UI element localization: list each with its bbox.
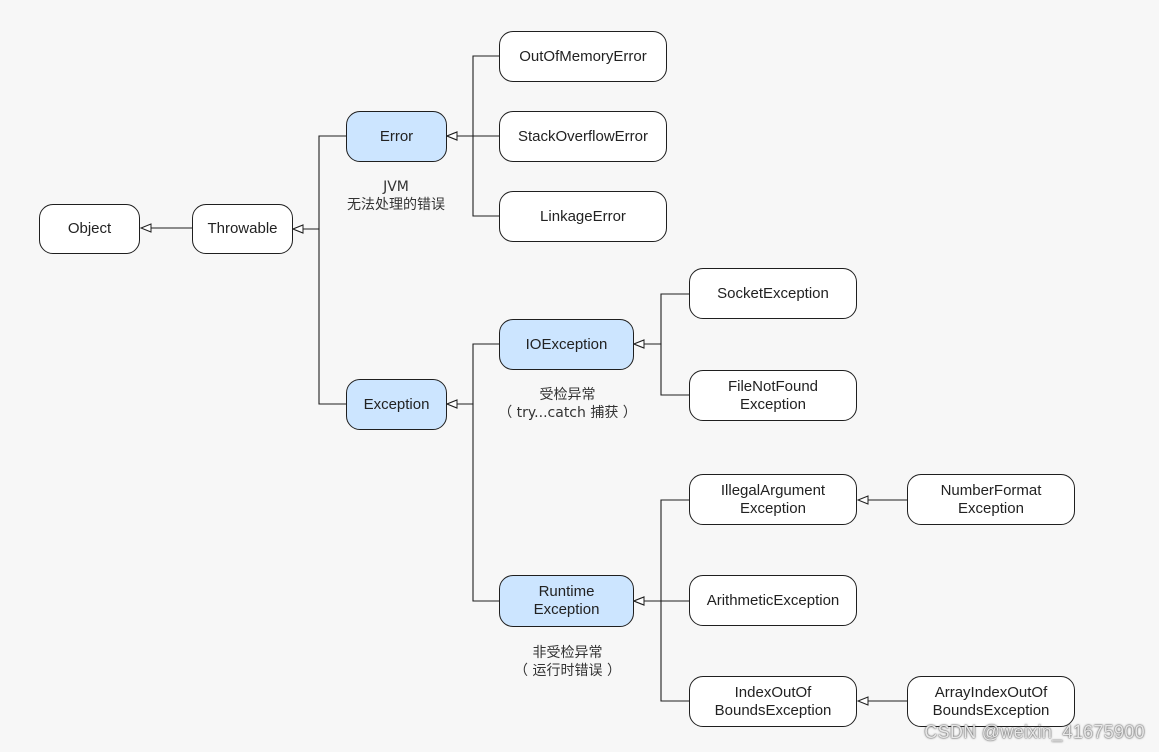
node-error: Error <box>346 111 447 162</box>
node-stack-overflow-error: StackOverflowError <box>499 111 667 162</box>
edge-runtime-exception <box>447 404 499 602</box>
note-checked-exception: 受检异常 （ try...catch 捕获 ） <box>498 387 637 421</box>
node-out-of-memory-error: OutOfMemoryError <box>499 31 667 82</box>
edge-index-runtime <box>634 601 689 702</box>
node-object: Object <box>39 204 140 254</box>
node-arithmetic-exception: ArithmeticException <box>689 575 857 626</box>
node-illegal-argument-exception: IllegalArgument Exception <box>689 474 857 525</box>
node-array-index-out-of-bounds-exception: ArrayIndexOutOf BoundsException <box>907 676 1075 727</box>
node-throwable: Throwable <box>192 204 293 254</box>
node-file-not-found-exception: FileNotFound Exception <box>689 370 857 421</box>
node-socket-exception: SocketException <box>689 268 857 319</box>
edge-fnf-io <box>634 344 689 396</box>
edge-illegal-runtime <box>634 499 689 601</box>
edge-socket-io <box>634 293 689 344</box>
node-exception: Exception <box>346 379 447 430</box>
edge-oom-error <box>447 55 499 136</box>
note-unchecked-exception: 非受检异常 （ 运行时错误 ） <box>514 645 621 679</box>
edge-linkage-error <box>447 136 499 217</box>
node-number-format-exception: NumberFormat Exception <box>907 474 1075 525</box>
note-error-jvm: JVM 无法处理的错误 <box>347 179 445 213</box>
node-runtime-exception: Runtime Exception <box>499 575 634 627</box>
node-io-exception: IOException <box>499 319 634 370</box>
node-index-out-of-bounds-exception: IndexOutOf BoundsException <box>689 676 857 727</box>
edge-exception-throwable <box>293 229 346 405</box>
node-linkage-error: LinkageError <box>499 191 667 242</box>
watermark: CSDN @weixin_41675900 <box>924 722 1145 742</box>
